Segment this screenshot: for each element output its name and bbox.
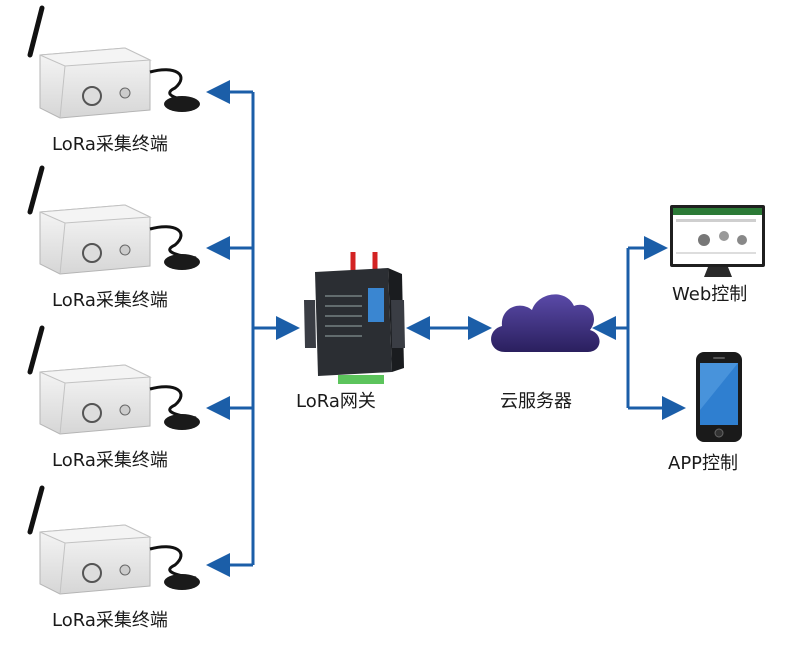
terminal-label-1: LoRa采集终端: [52, 134, 168, 155]
lora-terminal-device-icon: [27, 325, 200, 435]
web-control-label: Web控制: [672, 284, 748, 305]
lora-terminal-device-icon: [27, 5, 200, 119]
gateway-label: LoRa网关: [296, 391, 376, 412]
cloud-label: 云服务器: [500, 391, 572, 412]
cloud-server-icon: [491, 294, 600, 352]
terminal-label-3: LoRa采集终端: [52, 450, 168, 471]
terminal-device-2: [27, 165, 200, 275]
terminal-bus-connector: [206, 80, 300, 577]
client-bus-connector: [592, 236, 686, 420]
smartphone-icon: [696, 352, 742, 442]
lora-terminal-device-icon: [27, 165, 200, 275]
desktop-monitor-icon: [670, 205, 765, 277]
lora-terminal-device-icon: [27, 485, 200, 595]
lora-gateway-device-icon: [304, 252, 405, 384]
terminal-device-1: [27, 5, 200, 119]
terminal-label-2: LoRa采集终端: [52, 290, 168, 311]
terminal-device-3: [27, 325, 200, 435]
app-control-label: APP控制: [668, 453, 739, 474]
terminal-label-4: LoRa采集终端: [52, 610, 168, 631]
terminal-device-4: [27, 485, 200, 595]
